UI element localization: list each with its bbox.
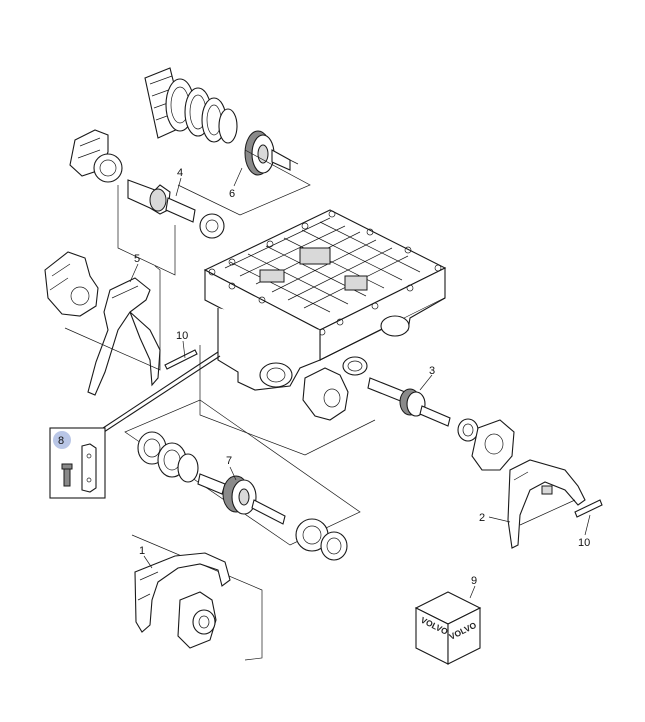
callout-10-left: 10 (176, 330, 188, 342)
callouts: 4 6 5 10 3 8 7 2 10 1 9 (53, 167, 590, 587)
callout-8-badge (53, 431, 71, 449)
box-8-leader (99, 351, 221, 433)
callout-9: 9 (471, 575, 477, 587)
fork-5-group (44, 251, 161, 396)
shaft-4-group (69, 129, 225, 276)
shaft-6-group (144, 67, 311, 216)
shaft-3-group (199, 345, 515, 471)
pin-10-left (164, 349, 198, 370)
callout-5: 5 (134, 253, 140, 265)
callout-2: 2 (479, 512, 485, 524)
callout-4: 4 (177, 167, 183, 179)
callout-3: 3 (429, 365, 435, 377)
callout-10-right: 10 (578, 537, 590, 549)
gear-housing (203, 209, 447, 391)
callout-1: 1 (139, 545, 145, 557)
callout-7: 7 (226, 455, 232, 467)
callout-leaders (129, 167, 591, 599)
fork-2-group (507, 459, 603, 549)
callout-8: 8 (58, 435, 64, 447)
box-9-package (414, 591, 482, 665)
shaft-7-group (124, 399, 361, 561)
fork-1-group (131, 534, 263, 661)
callout-6: 6 (229, 188, 235, 200)
